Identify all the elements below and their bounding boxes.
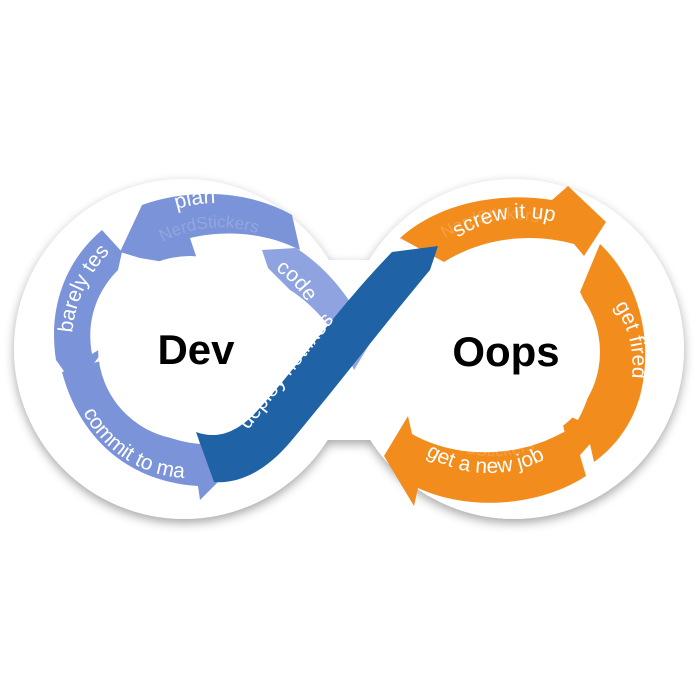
segment-get-fired bbox=[560, 244, 646, 464]
segment-plan bbox=[120, 193, 300, 268]
right-loop bbox=[384, 186, 646, 506]
segment-screw-it-up bbox=[400, 186, 606, 262]
bridge-arrow bbox=[196, 246, 438, 483]
segment-deploy-hotfixes bbox=[196, 246, 438, 483]
segment-commit-to-master bbox=[62, 360, 234, 500]
segment-barely-test bbox=[53, 230, 122, 388]
segment-get-a-new-job bbox=[384, 416, 586, 506]
right-loop-center bbox=[416, 260, 600, 444]
center-label-dev: Dev bbox=[157, 326, 235, 373]
left-loop bbox=[53, 193, 372, 500]
left-loop-center bbox=[98, 256, 282, 440]
center-label-oops: Oops bbox=[452, 328, 559, 375]
